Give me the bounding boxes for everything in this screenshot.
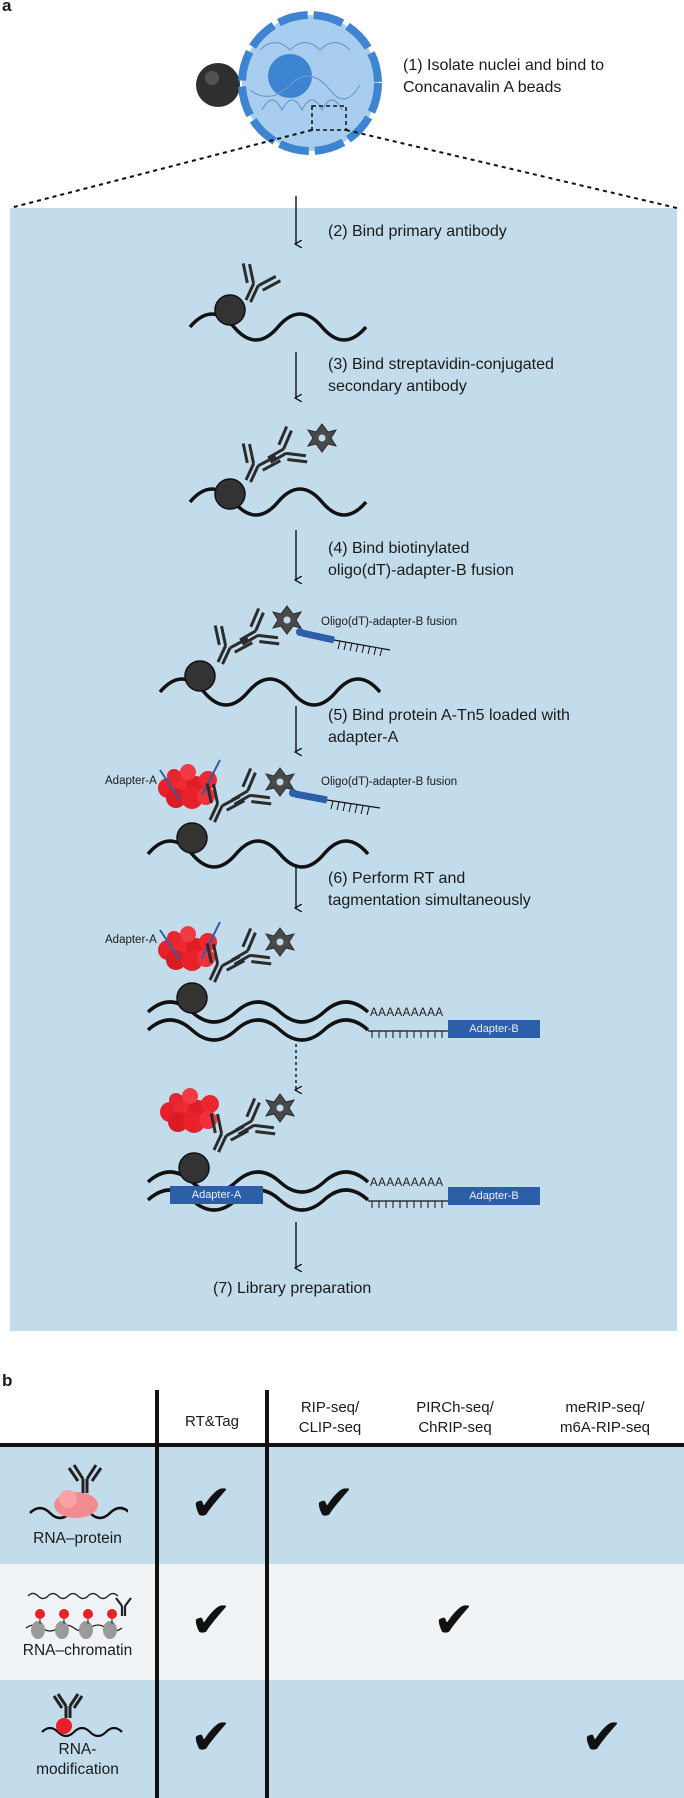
oligo-fusion-label-1: Oligo(dT)-adapter-B fusion <box>321 616 458 628</box>
checkmark-icon: ✔ <box>190 1474 232 1532</box>
step-2-text: (2) Bind primary antibody <box>328 223 507 240</box>
adapter-a-label-2: Adapter-A <box>105 934 157 946</box>
panel-a-label: a <box>2 0 12 15</box>
rna-chromatin-icon <box>25 1592 132 1639</box>
oligo-fusion-label-2: Oligo(dT)-adapter-B fusion <box>321 776 458 788</box>
row-label-rna-modification: RNA- modification <box>36 1741 119 1778</box>
row-bg-rna-modification <box>0 1680 684 1798</box>
step-6-text: (6) Perform RT and tagmentation simultan… <box>328 870 531 909</box>
poly-a-label-2: AAAAAAAAA <box>370 1177 444 1189</box>
checkmark-icon: ✔ <box>190 1708 232 1766</box>
rna-protein-icon <box>29 1464 128 1520</box>
checkmark-icon: ✔ <box>433 1591 475 1649</box>
row-label-rna-protein: RNA–protein <box>33 1530 122 1547</box>
adapter-a-label-1: Adapter-A <box>105 775 157 787</box>
table-divider-2 <box>265 1390 269 1798</box>
table-header-rule <box>0 1443 684 1447</box>
row-bg-rna-protein <box>0 1446 684 1564</box>
row-bg-rna-chromatin <box>0 1564 684 1680</box>
panel-a-graphics <box>9 11 678 1340</box>
checkmark-icon: ✔ <box>190 1591 232 1649</box>
col-header-rip-clip: RIP-seq/ CLIP-seq <box>298 1399 362 1436</box>
step-4-text: (4) Bind biotinylated oligo(dT)-adapter-… <box>328 540 514 579</box>
panel-a-background <box>10 208 677 1331</box>
panel-b-label: b <box>2 1371 13 1390</box>
poly-a-label-1: AAAAAAAAA <box>370 1007 444 1019</box>
rna-modification-icon <box>41 1693 123 1738</box>
col-header-merip: meRIP-seq/ m6A-RIP-seq <box>559 1399 651 1436</box>
table-divider-1 <box>155 1390 159 1798</box>
adapter-b-box-2: Adapter-B <box>448 1187 540 1205</box>
step-1-text: (1) Isolate nuclei and bind to Concanava… <box>403 57 605 96</box>
checkmark-icon: ✔ <box>313 1474 355 1532</box>
step-7-text: (7) Library preparation <box>213 1280 372 1297</box>
step-5-text: (5) Bind protein A-Tn5 loaded with adapt… <box>328 707 570 746</box>
col-header-pirch-chrip: PIRCh-seq/ ChRIP-seq <box>416 1399 494 1436</box>
adapter-b-box-1: Adapter-B <box>448 1020 540 1038</box>
checkmark-icon: ✔ <box>581 1708 623 1766</box>
adapter-a-box: Adapter-A <box>170 1186 263 1204</box>
col-header-rt-tag: RT&Tag <box>185 1413 239 1430</box>
row-label-rna-chromatin: RNA–chromatin <box>22 1642 133 1659</box>
step-3-text: (3) Bind streptavidin-conjugated seconda… <box>328 356 554 395</box>
